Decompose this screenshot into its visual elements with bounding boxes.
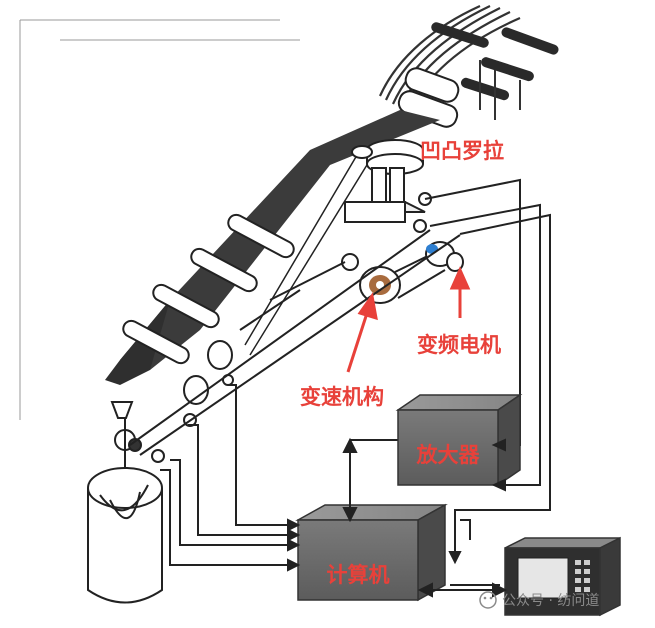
creel-posts [479,60,521,120]
feed-roller [397,67,460,128]
data-arrows [287,437,508,598]
drafting-rollers [122,213,295,365]
computer-label: 计算机 [327,563,390,587]
creel-bars [431,22,559,101]
amplifier-box [395,393,523,487]
display-terminal [504,536,621,617]
label-vfd-motor: 变频电机 [417,333,501,357]
callout-arrows [346,266,471,373]
machine-rods [129,229,461,456]
sliver-can [87,467,163,604]
lower-rollers [183,340,234,427]
gear-mechanism [341,249,446,304]
amplifier-label: 放大器 [416,443,481,467]
label-cam-roller: 凹凸罗拉 [420,139,504,163]
vfd-motor [425,241,464,272]
frame-lines [19,19,300,420]
signal-wires [160,178,551,586]
label-gear-mechanism: 变速机构 [300,385,384,409]
watermark-text: 公众号 · 纺问道 [502,593,599,609]
wechat-icon [479,591,497,609]
watermark: 公众号 · 纺问道 [479,591,599,609]
trumpet-funnel [110,401,165,470]
computer-box [295,503,448,602]
cam-roller-assembly [344,139,432,233]
